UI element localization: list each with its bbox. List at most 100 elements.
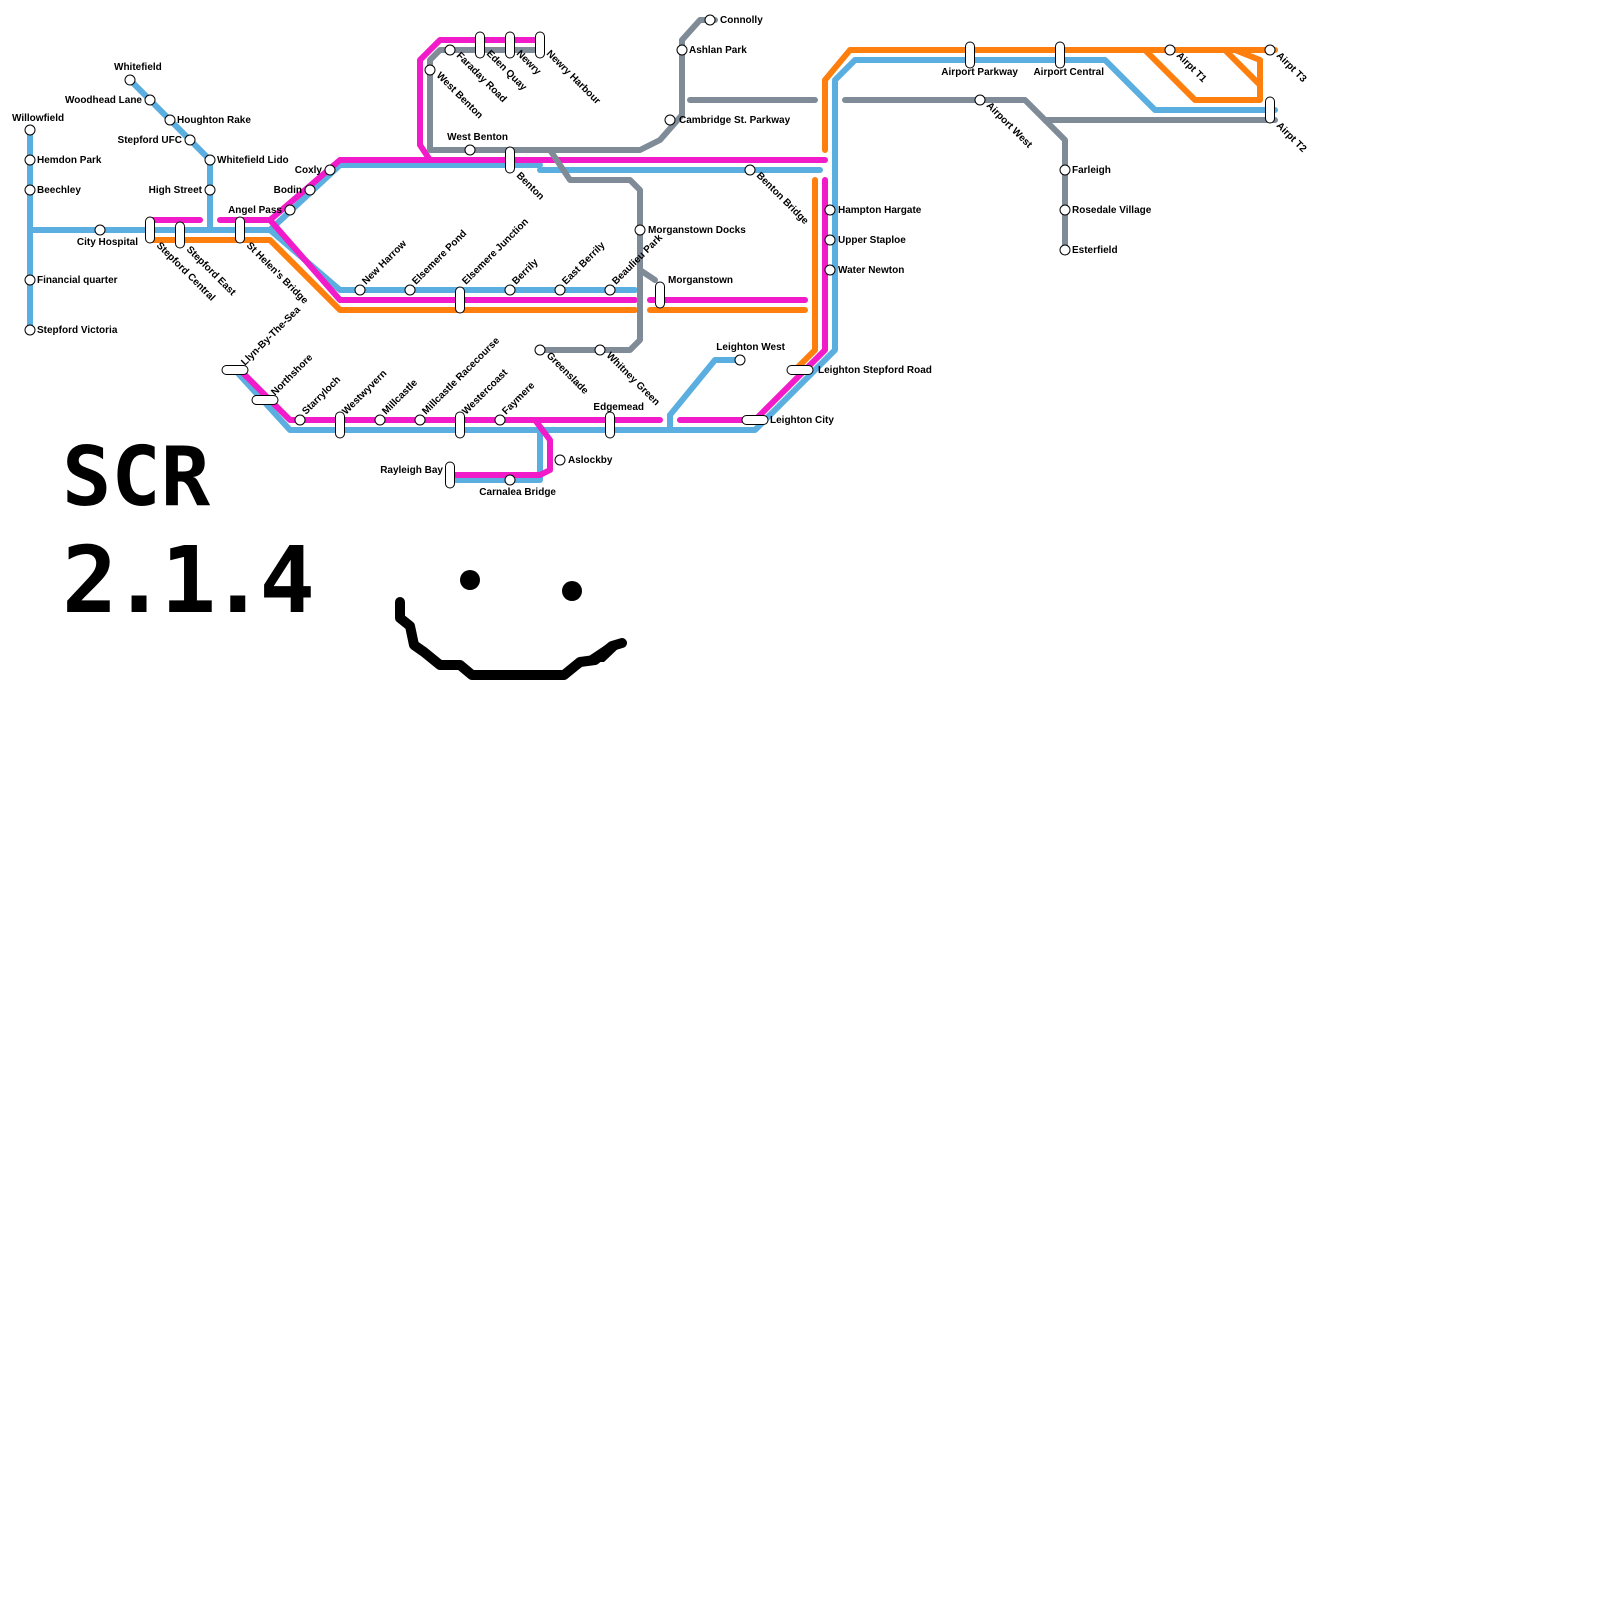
station-label-leighton-west: Leighton West: [716, 342, 785, 353]
station-marker-leighton-stepford-road[interactable]: [786, 365, 814, 375]
station-label-newry-harbour: Newry Harbour: [544, 48, 603, 107]
station-marker-morganstown[interactable]: [655, 281, 665, 309]
station-marker-starryloch[interactable]: [294, 414, 306, 426]
station-marker-northshore[interactable]: [251, 395, 279, 405]
station-marker-hemdon-park[interactable]: [24, 154, 36, 166]
station-marker-whitefield[interactable]: [124, 74, 136, 86]
station-label-whitefield: Whitefield: [114, 62, 162, 73]
station-marker-berrily[interactable]: [504, 284, 516, 296]
station-marker-millcastle[interactable]: [374, 414, 386, 426]
station-marker-westwyvern[interactable]: [335, 411, 345, 439]
station-marker-faraday-road[interactable]: [444, 44, 456, 56]
station-marker-woodhead-lane[interactable]: [144, 94, 156, 106]
station-label-water-newton: Water Newton: [838, 265, 904, 276]
orange-line-segment-22: [1142, 47, 1263, 103]
station-marker-aslockby[interactable]: [554, 454, 566, 466]
smiley-right-eye: [562, 581, 582, 601]
station-label-leighton-city: Leighton City: [770, 415, 834, 426]
station-marker-stepford-ufc[interactable]: [184, 134, 196, 146]
station-marker-edgemead[interactable]: [605, 411, 615, 439]
station-label-aslockby: Aslockby: [568, 455, 613, 466]
blue-line-segment-8: [667, 357, 743, 433]
station-marker-west-benton-2[interactable]: [464, 144, 476, 156]
station-marker-benton-bridge[interactable]: [744, 164, 756, 176]
station-marker-airpt-t1[interactable]: [1164, 44, 1176, 56]
station-marker-beechley[interactable]: [24, 184, 36, 196]
station-marker-carnalea-bridge[interactable]: [504, 474, 516, 486]
magenta-line-segment-11: [417, 37, 543, 163]
station-marker-eden-quay[interactable]: [475, 31, 485, 59]
orange-line-segment-18: [147, 237, 638, 313]
station-label-leighton-stepford-road: Leighton Stepford Road: [818, 365, 932, 376]
station-marker-beaulieu-park[interactable]: [604, 284, 616, 296]
station-marker-leighton-city[interactable]: [741, 415, 769, 425]
orange-line-segment-20: [792, 177, 818, 373]
station-marker-morganstown-docks[interactable]: [634, 224, 646, 236]
station-marker-west-benton[interactable]: [424, 64, 436, 76]
station-marker-westercoast[interactable]: [455, 411, 465, 439]
station-marker-llyn-by-the-sea[interactable]: [221, 365, 249, 375]
station-marker-connolly[interactable]: [704, 14, 716, 26]
station-marker-city-hospital[interactable]: [94, 224, 106, 236]
station-marker-elsemere-pond[interactable]: [404, 284, 416, 296]
station-label-city-hospital: City Hospital: [77, 237, 138, 248]
grey-line-segment-26: [637, 267, 658, 283]
station-label-ashlan-park: Ashlan Park: [689, 45, 747, 56]
station-marker-rayleigh-bay[interactable]: [445, 461, 455, 489]
station-marker-stepford-east[interactable]: [175, 221, 185, 249]
station-label-whitefield-lido: Whitefield Lido: [217, 155, 289, 166]
station-marker-high-street[interactable]: [204, 184, 216, 196]
blue-line-segment-3: [252, 162, 543, 233]
station-marker-benton[interactable]: [505, 146, 515, 174]
station-label-rosedale-village: Rosedale Village: [1072, 205, 1152, 216]
station-label-stepford-victoria: Stepford Victoria: [37, 325, 118, 336]
station-marker-faymere[interactable]: [494, 414, 506, 426]
station-marker-whitefield-lido[interactable]: [204, 154, 216, 166]
station-marker-rosedale-village[interactable]: [1059, 204, 1071, 216]
station-marker-farleigh[interactable]: [1059, 164, 1071, 176]
station-marker-angel-pass[interactable]: [284, 204, 296, 216]
station-marker-bodin[interactable]: [304, 184, 316, 196]
station-marker-millcastle-racecourse[interactable]: [414, 414, 426, 426]
grey-line-segment-25: [537, 147, 643, 353]
station-marker-airpt-t3[interactable]: [1264, 44, 1276, 56]
station-marker-greenslade[interactable]: [534, 344, 546, 356]
station-marker-newry-harbour[interactable]: [535, 31, 545, 59]
station-label-cambridge-st-parkway: Cambridge St. Parkway: [679, 115, 791, 126]
station-label-carnalea-bridge: Carnalea Bridge: [479, 487, 556, 498]
station-label-upper-staploe: Upper Staploe: [838, 235, 906, 246]
station-marker-stepford-victoria[interactable]: [24, 324, 36, 336]
station-label-houghton-rake: Houghton Rake: [177, 115, 251, 126]
station-marker-houghton-rake[interactable]: [164, 114, 176, 126]
station-marker-airport-west[interactable]: [974, 94, 986, 106]
station-marker-financial-quarter[interactable]: [24, 274, 36, 286]
station-marker-willowfield[interactable]: [24, 124, 36, 136]
station-marker-hampton-hargate[interactable]: [824, 204, 836, 216]
station-marker-airport-central[interactable]: [1055, 41, 1065, 69]
station-marker-newry[interactable]: [505, 31, 515, 59]
station-label-llyn-by-the-sea: Llyn-By-The-Sea: [239, 304, 303, 368]
station-marker-coxly[interactable]: [324, 164, 336, 176]
map-title: SCR: [62, 430, 211, 525]
station-marker-east-berrily[interactable]: [554, 284, 566, 296]
station-marker-water-newton[interactable]: [824, 264, 836, 276]
station-marker-stepford-central[interactable]: [145, 216, 155, 244]
station-label-coxly: Coxly: [295, 165, 323, 176]
orange-line-segment-23: [1222, 47, 1263, 88]
station-marker-ashlan-park[interactable]: [676, 44, 688, 56]
station-label-east-berrily: East Berrily: [560, 240, 607, 287]
grey-line-segment-24: [427, 17, 718, 153]
station-marker-upper-staploe[interactable]: [824, 234, 836, 246]
station-marker-whitney-green[interactable]: [594, 344, 606, 356]
station-label-airport-parkway: Airport Parkway: [941, 67, 1018, 78]
station-marker-new-harrow[interactable]: [354, 284, 366, 296]
station-marker-airpt-t2[interactable]: [1265, 96, 1275, 124]
station-marker-leighton-west[interactable]: [734, 354, 746, 366]
station-marker-airport-parkway[interactable]: [965, 41, 975, 69]
station-marker-cambridge-st-parkway[interactable]: [664, 114, 676, 126]
station-marker-esterfield[interactable]: [1059, 244, 1071, 256]
station-marker-st-helens-bridge[interactable]: [235, 216, 245, 244]
station-marker-elsemere-junction[interactable]: [455, 286, 465, 314]
